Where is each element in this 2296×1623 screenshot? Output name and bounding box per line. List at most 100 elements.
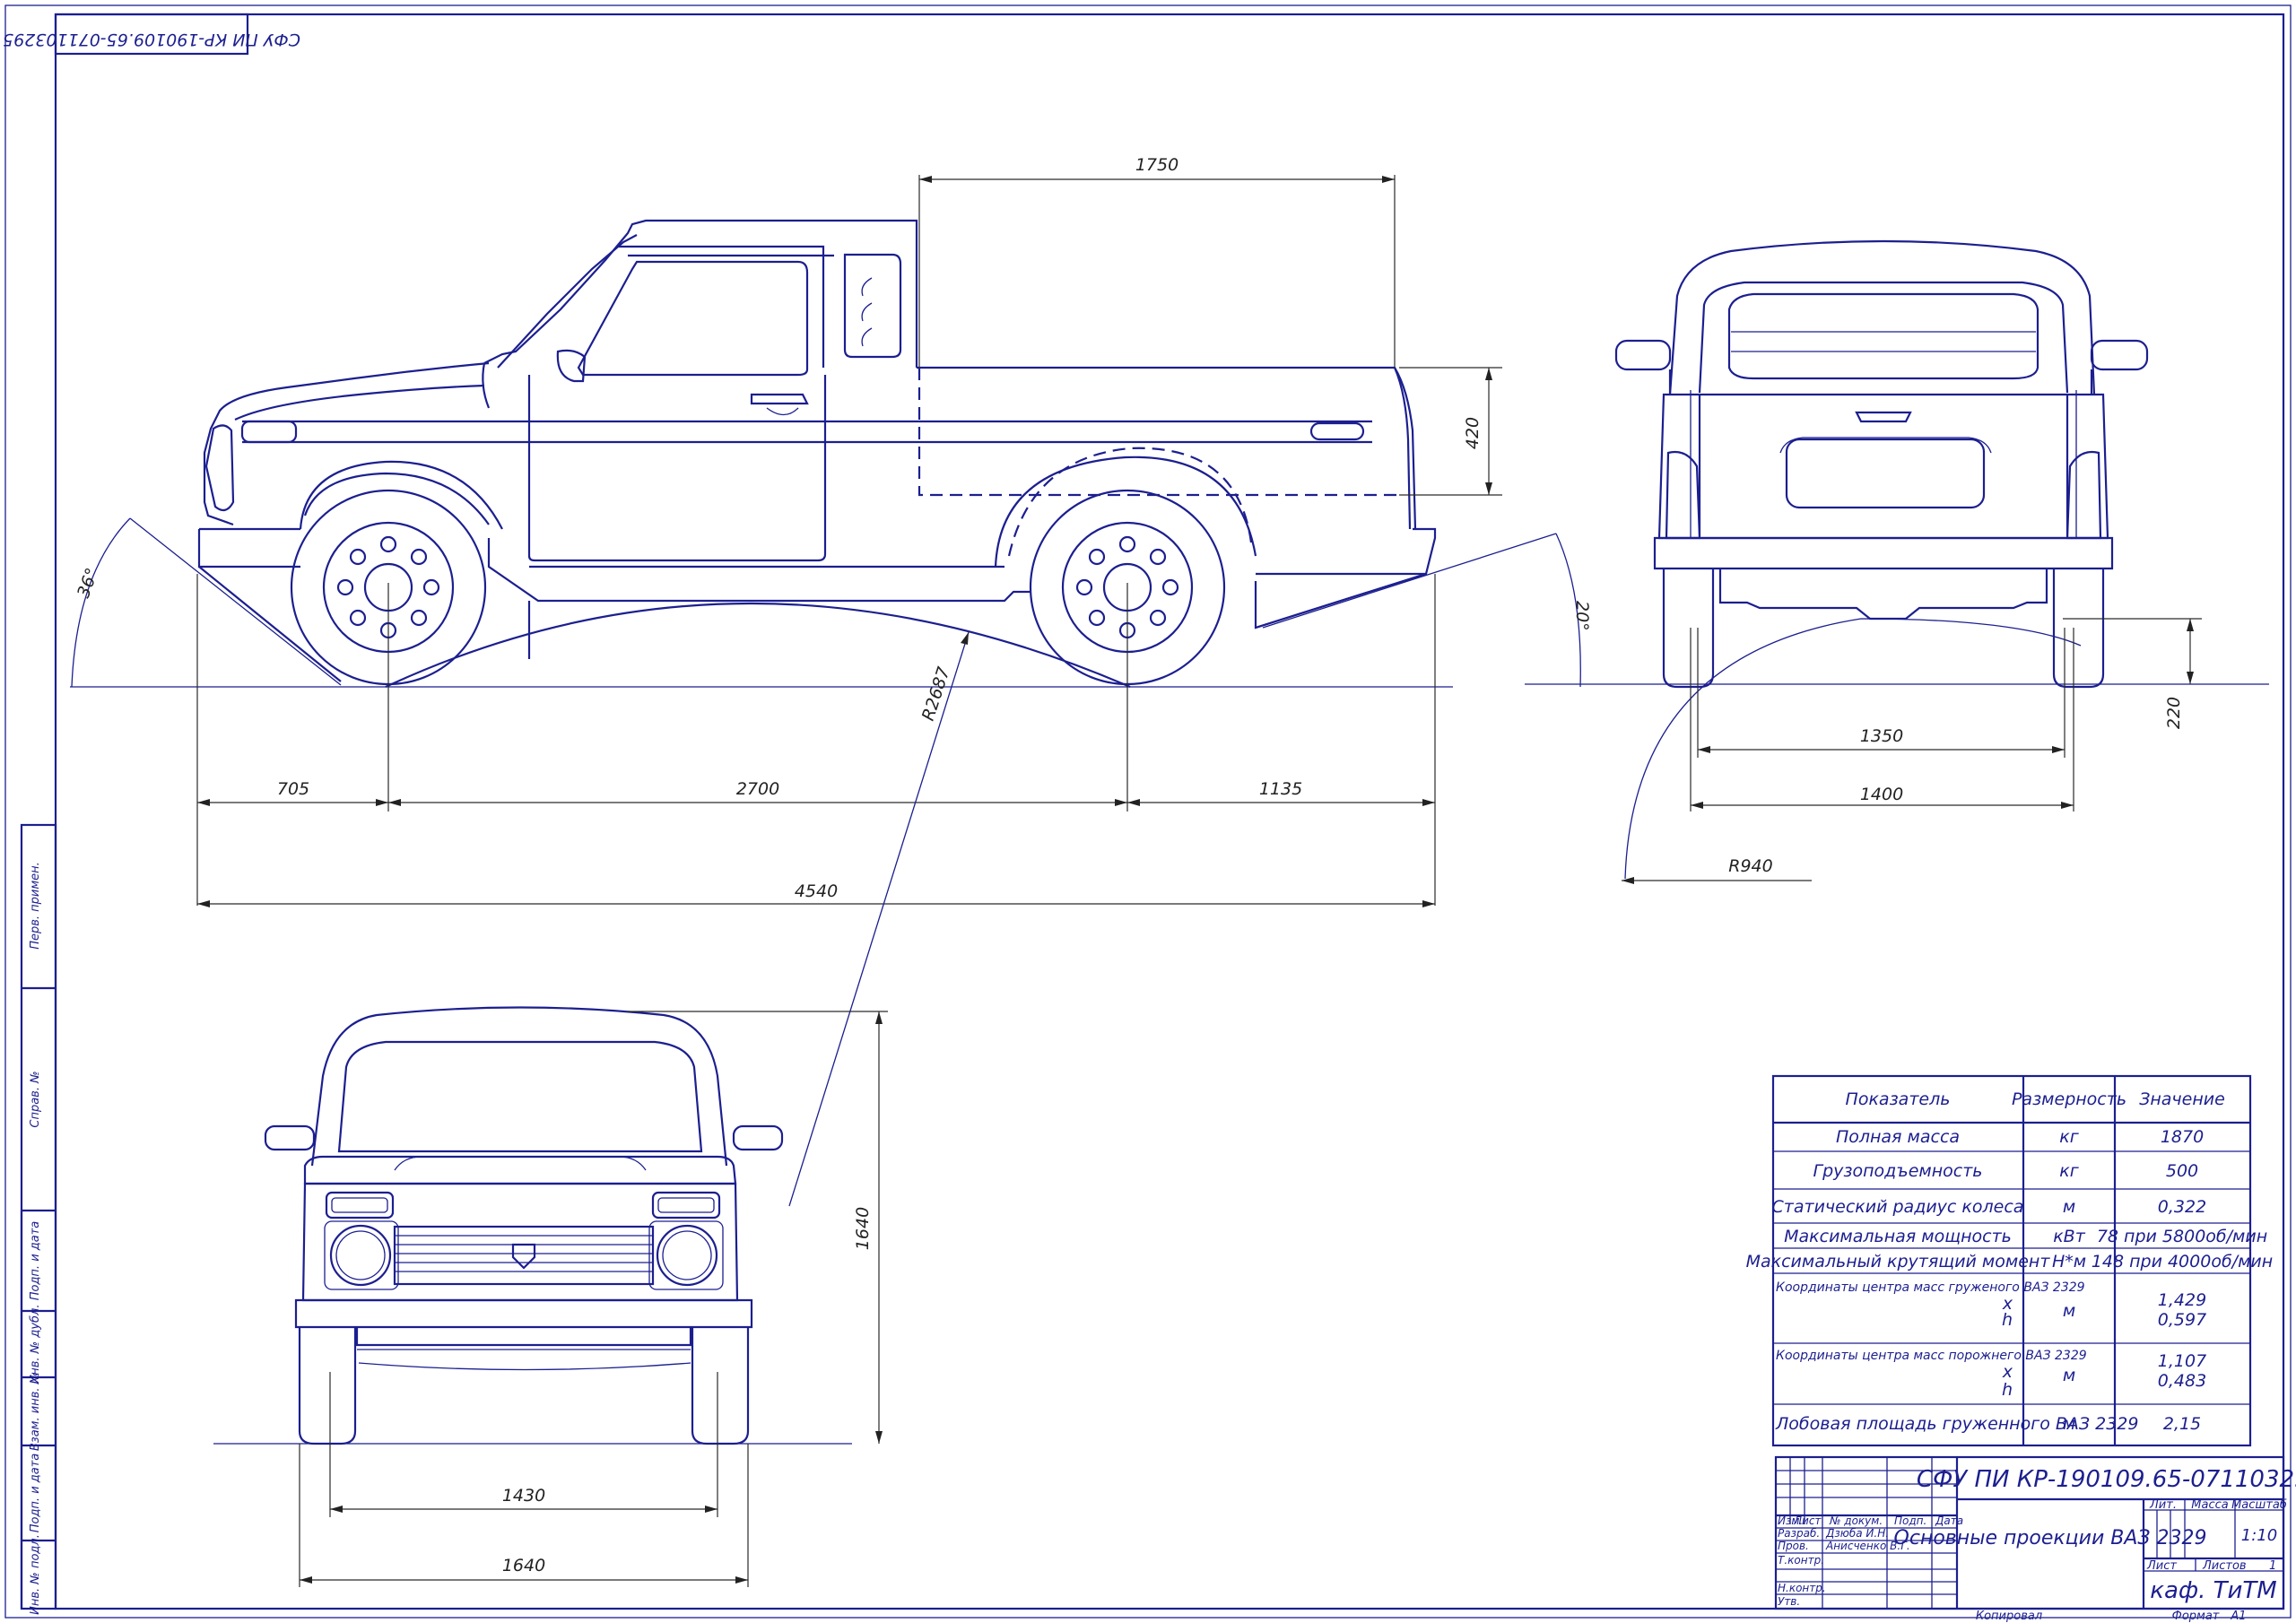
tb-col-list: Лист [1793,1515,1822,1527]
spec-row-name: Статический радиус колеса [1772,1197,2024,1217]
dim-1400-label: 1400 [1860,785,1903,804]
turn-radius-label: R940 [1728,856,1772,876]
dim-4540-label: 4540 [795,881,838,901]
front-bumper [294,1298,753,1329]
tb-role-tkontr: Т.контр. [1778,1554,1824,1567]
tb-name-razrab: Дзюба И.Н. [1825,1527,1889,1540]
spec-header-name: Показатель [1846,1089,1951,1109]
dim-1135-label: 1135 [1259,779,1302,799]
tb-col-dokum: № докум. [1829,1515,1883,1527]
strip-label-inv-podl: Инв. № подл. [29,1534,42,1615]
rear-side-marker [1309,421,1365,441]
tb-role-nkontr: Н.контр. [1778,1582,1826,1594]
tb-listov-label: Листов [2202,1559,2247,1573]
ramp-radius-label: R2687 [918,664,954,723]
license-plate-recess [1785,438,1986,509]
spec-row-unit: кг [2059,1127,2079,1147]
front-cab-outline [310,1006,728,1167]
spec-row-value: 2,15 [2163,1414,2201,1434]
spec-row-unit: кг [2059,1161,2079,1181]
dim-220-label: 220 [2164,697,2184,729]
hood-outline [203,361,490,526]
top-stamp-text: СФУ ПИ КР-190109.65-071103295 [3,30,300,49]
spec-row-value: 78 при 5800об/мин [2097,1227,2267,1246]
ramp-breakover-arc [385,602,1131,689]
spec-header-value: Значение [2139,1089,2225,1109]
rear-left-mirror [1614,339,1672,371]
cargo-volume-dashed [918,368,1399,497]
tailgate-handle [1855,411,1912,423]
spec-row-value: 1870 [2161,1127,2204,1147]
spec-table: Показатель Размерность Значение Полная м… [1746,1074,2273,1447]
spec-row-sub-x: x [2002,1362,2013,1382]
tb-role-utv: Утв. [1778,1595,1800,1608]
cab-outline [483,219,918,368]
departure-angle-arc [1555,533,1581,688]
front-left-mirror [264,1124,316,1151]
right-parking-light [651,1191,721,1219]
departure-angle-label: 20° [1572,601,1592,631]
spec-row-name: Полная масса [1836,1127,1960,1147]
spec-row-unit: м [2063,1301,2075,1321]
spec-row-value: 0,322 [2158,1197,2206,1217]
door-window [577,260,809,377]
front-bumper-side [197,529,300,568]
rear-tailgate [1657,393,2109,540]
rear-wheel-arch [994,456,1257,568]
front-right-tire [691,1327,750,1445]
front-right-mirror [732,1124,784,1151]
approach-angle-label: 36° [74,566,102,601]
dim-1350-label: 1350 [1860,726,1903,746]
dim-420-label: 420 [1463,417,1483,449]
tb-listov-count: 1 [2269,1559,2276,1573]
spec-row-name: Координаты центра масс груженого ВАЗ 232… [1776,1280,2085,1295]
dim-front-width-label: 1640 [502,1556,545,1575]
front-fascia [301,1182,739,1302]
rear-left-tire [1662,568,1715,689]
rear-right-mirror [2090,339,2149,371]
tb-lit-label: Лит. [2149,1498,2177,1512]
tb-col-podp: Подп. [1894,1515,1926,1527]
spec-row-value: 1,429 [2158,1290,2206,1310]
sheet-inner-border [54,13,2285,1610]
front-wheel-arch [299,460,503,530]
side-mirror [556,349,587,383]
dim-1750-label: 1750 [1135,155,1178,175]
tb-format-label: Формат [2172,1610,2220,1623]
tb-col-data: Дата [1935,1515,1963,1527]
spec-row-sub-h: h [2002,1310,2013,1330]
cargo-bed-side [917,366,1417,530]
spec-row-value: 148 при 4000об/мин [2092,1252,2273,1271]
tb-name-prov: Анисченко В.Г. [1825,1540,1910,1552]
strip-label-sprav: Справ. № [29,1071,42,1127]
left-strip: Перв. примен. Справ. № Подп. и дата Инв.… [20,823,57,1615]
spec-row-unit: м [2063,1197,2075,1217]
spec-row-sub-h: h [2002,1380,2013,1400]
dim-2700-label: 2700 [736,779,779,799]
spec-row-sub-x: x [2002,1294,2013,1314]
top-stamp: СФУ ПИ КР-190109.65-071103295 [3,13,300,56]
windshield [337,1040,703,1153]
front-left-tire [298,1327,357,1445]
front-view: 1640 1430 1640 [213,1006,888,1587]
spec-row-name: Грузоподъемность [1813,1161,1982,1181]
spec-row-name: Лобовая площадь груженного ВАЗ 2329 [1775,1414,2138,1434]
rear-turn-radius-arc [1624,618,2082,880]
rear-view: 220 1350 1400 R940 [1525,239,2269,884]
door-outline [527,375,827,562]
ramp-radius-leader [788,631,970,1207]
left-parking-light [325,1191,395,1219]
rear-bumper [1653,536,2114,570]
tb-masshtab-label: Масштаб [2231,1498,2287,1512]
rear-cab-window [1727,292,2039,380]
tb-col-izm: Изм. [1778,1515,1803,1527]
spec-row-name: Координаты центра масс порожнего ВАЗ 232… [1776,1349,2087,1363]
spec-row-value2: 0,597 [2158,1310,2206,1330]
dim-front-height-label: 1640 [853,1207,873,1250]
right-tail-light [2066,450,2102,540]
spec-row-value2: 0,483 [2158,1371,2206,1391]
left-headlight [329,1224,392,1287]
front-grille [393,1225,655,1286]
